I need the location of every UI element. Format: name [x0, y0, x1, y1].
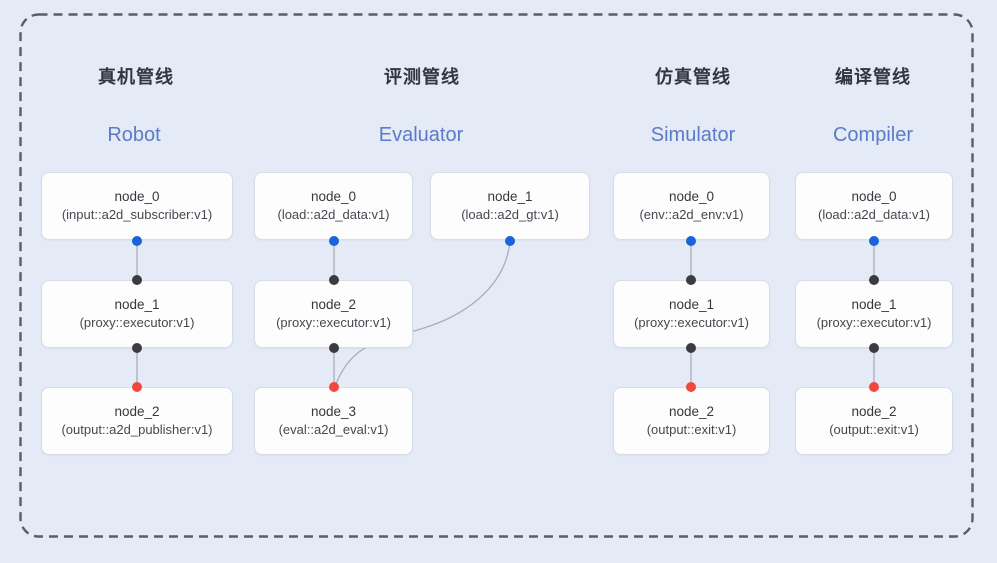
node-title: node_1 — [487, 189, 533, 205]
node-subtitle: (proxy::executor:v1) — [79, 314, 195, 330]
pipeline-title-en-compiler: Compiler — [832, 124, 914, 146]
node-simulator-2[interactable]: node_2 (output::exit:v1) — [613, 387, 770, 455]
handle-robot-n0-source-icon[interactable] — [132, 236, 142, 246]
node-subtitle: (env::a2d_env:v1) — [639, 206, 744, 222]
handle-simulator-n2-target-icon[interactable] — [686, 382, 696, 392]
node-robot-2[interactable]: node_2 (output::a2d_publisher:v1) — [41, 387, 233, 455]
node-title: node_2 — [668, 404, 715, 420]
handle-simulator-n0-source-icon[interactable] — [686, 236, 696, 246]
handle-compiler-n2-target-icon[interactable] — [869, 382, 879, 392]
node-compiler-0[interactable]: node_0 (load::a2d_data:v1) — [795, 172, 953, 240]
node-title: node_0 — [114, 189, 160, 205]
node-simulator-1[interactable]: node_1 (proxy::executor:v1) — [613, 280, 770, 348]
handle-evaluator-n2-target-icon[interactable] — [329, 275, 339, 285]
node-title: node_0 — [851, 189, 897, 205]
handle-robot-n1-target-icon[interactable] — [132, 275, 142, 285]
handle-evaluator-n2-source-icon[interactable] — [329, 343, 339, 353]
node-compiler-1[interactable]: node_1 (proxy::executor:v1) — [795, 280, 953, 348]
pipeline-title-zh-evaluator: 评测管线 — [384, 67, 460, 87]
pipeline-title-en-simulator: Simulator — [650, 124, 736, 146]
handle-robot-n2-target-icon[interactable] — [132, 382, 142, 392]
pipeline-title-en-robot: Robot — [107, 124, 161, 146]
node-subtitle: (proxy::executor:v1) — [634, 314, 749, 330]
pipeline-title-zh-simulator: 仿真管线 — [655, 67, 731, 87]
node-subtitle: (output::a2d_publisher:v1) — [61, 421, 213, 437]
pipeline-title-zh-robot: 真机管线 — [98, 67, 174, 87]
node-title: node_1 — [668, 297, 715, 313]
node-robot-0[interactable]: node_0 (input::a2d_subscriber:v1) — [41, 172, 233, 240]
node-subtitle: (input::a2d_subscriber:v1) — [61, 206, 213, 222]
dashed-frame — [19, 13, 974, 538]
node-evaluator-3[interactable]: node_3 (eval::a2d_eval:v1) — [254, 387, 413, 455]
handle-evaluator-n3-target-icon[interactable] — [329, 382, 339, 392]
handle-compiler-n1-source-icon[interactable] — [869, 343, 879, 353]
node-evaluator-2[interactable]: node_2 (proxy::executor:v1) — [254, 280, 413, 348]
node-subtitle: (proxy::executor:v1) — [816, 314, 932, 330]
node-subtitle: (output::exit:v1) — [829, 421, 919, 437]
node-title: node_1 — [851, 297, 897, 313]
node-title: node_2 — [310, 297, 357, 313]
node-evaluator-0[interactable]: node_0 (load::a2d_data:v1) — [254, 172, 413, 240]
node-subtitle: (load::a2d_data:v1) — [817, 206, 931, 222]
node-title: node_0 — [310, 189, 357, 205]
node-robot-1[interactable]: node_1 (proxy::executor:v1) — [41, 280, 233, 348]
pipeline-title-zh-compiler: 编译管线 — [835, 67, 911, 87]
handle-compiler-n1-target-icon[interactable] — [869, 275, 879, 285]
handle-simulator-n1-source-icon[interactable] — [686, 343, 696, 353]
node-compiler-2[interactable]: node_2 (output::exit:v1) — [795, 387, 953, 455]
node-title: node_2 — [851, 404, 897, 420]
node-subtitle: (load::a2d_gt:v1) — [461, 206, 559, 222]
pipeline-title-en-evaluator: Evaluator — [378, 124, 464, 146]
handle-simulator-n1-target-icon[interactable] — [686, 275, 696, 285]
node-subtitle: (output::exit:v1) — [646, 421, 737, 437]
node-title: node_3 — [310, 404, 357, 420]
handle-evaluator-n1-source-icon[interactable] — [505, 236, 515, 246]
node-title: node_1 — [114, 297, 160, 313]
node-evaluator-1[interactable]: node_1 (load::a2d_gt:v1) — [430, 172, 590, 240]
node-subtitle: (proxy::executor:v1) — [276, 314, 391, 330]
node-title: node_2 — [114, 404, 160, 420]
node-title: node_0 — [668, 189, 715, 205]
node-subtitle: (eval::a2d_eval:v1) — [278, 421, 389, 437]
handle-evaluator-n0-source-icon[interactable] — [329, 236, 339, 246]
node-simulator-0[interactable]: node_0 (env::a2d_env:v1) — [613, 172, 770, 240]
edge-evaluator-n1-n3[interactable] — [334, 240, 511, 388]
node-subtitle: (load::a2d_data:v1) — [277, 206, 390, 222]
handle-robot-n1-source-icon[interactable] — [132, 343, 142, 353]
handle-compiler-n0-source-icon[interactable] — [869, 236, 879, 246]
